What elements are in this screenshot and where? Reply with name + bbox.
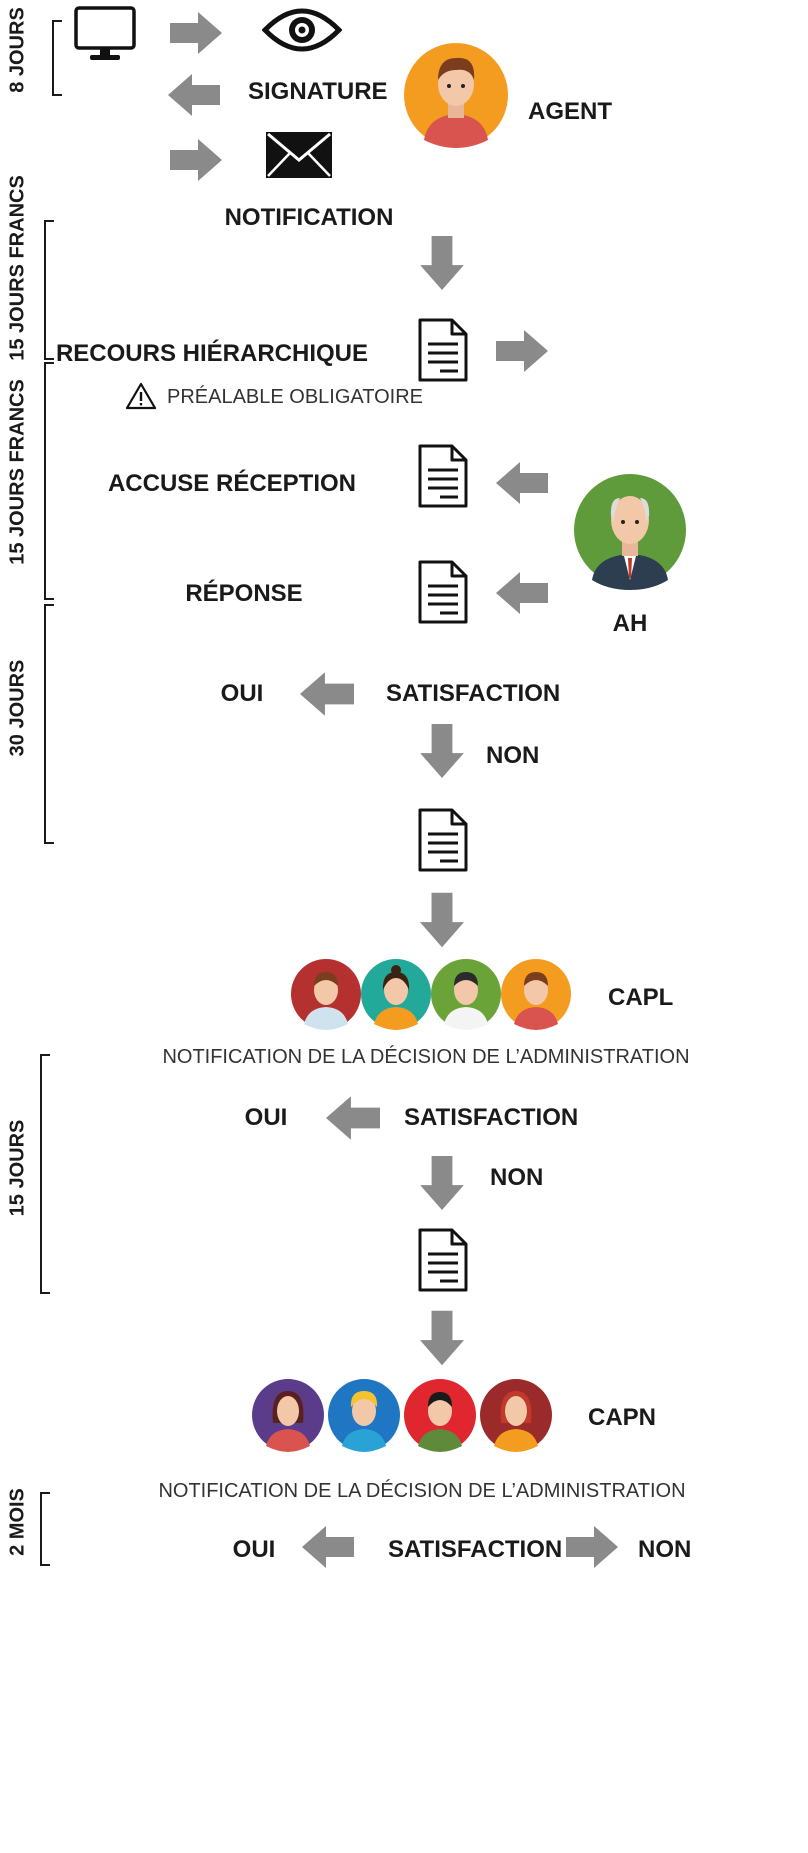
oui-label-1: OUI	[220, 680, 264, 707]
document-icon	[418, 808, 468, 872]
arrow-icon	[170, 12, 222, 54]
satisfaction-label-1: SATISFACTION	[386, 680, 561, 707]
arrow-icon	[300, 672, 354, 716]
accuse-reception-label: ACCUSE RÉCEPTION	[107, 470, 356, 497]
arrow-icon	[420, 1310, 464, 1366]
duration-8-jours: 8 JOURS	[6, 7, 29, 93]
arrow-icon	[496, 462, 548, 504]
duration-15-jours-francs-1: 15 JOURS FRANCS	[6, 175, 29, 361]
recours-hierarchique-label: RECOURS HIÉRARCHIQUE	[55, 340, 368, 367]
notification-decision-label-1: NOTIFICATION DE LA DÉCISION DE L’ADMINIS…	[162, 1046, 690, 1068]
agent-label: AGENT	[528, 98, 612, 125]
capn-avatars-icon	[250, 1376, 554, 1454]
arrow-icon	[170, 138, 222, 182]
document-icon	[418, 560, 468, 624]
bracket-15-jours	[40, 1054, 50, 1294]
capl-label: CAPL	[608, 984, 674, 1011]
bracket-15-jours-francs-2	[44, 362, 54, 600]
duration-2-mois: 2 MOIS	[6, 1488, 29, 1556]
warning-icon	[125, 382, 157, 410]
oui-label-3: OUI	[232, 1536, 276, 1563]
ah-label: AH	[612, 610, 648, 637]
prealable-obligatoire-label: PRÉALABLE OBLIGATOIRE	[167, 386, 424, 408]
duration-15-jours-francs-2: 15 JOURS FRANCS	[6, 379, 29, 565]
arrow-icon	[420, 236, 464, 290]
agent-avatar-icon	[404, 40, 508, 150]
satisfaction-label-3: SATISFACTION	[388, 1536, 563, 1563]
non-label-1: NON	[486, 742, 540, 769]
duration-15-jours: 15 JOURS	[6, 1119, 29, 1217]
arrow-icon	[420, 724, 464, 778]
document-icon	[418, 444, 468, 508]
satisfaction-label-2: SATISFACTION	[404, 1104, 579, 1131]
non-label-2: NON	[490, 1164, 544, 1191]
duration-30-jours: 30 JOURS	[6, 659, 29, 757]
ah-avatar-icon	[574, 470, 686, 594]
notification-decision-label-2: NOTIFICATION DE LA DÉCISION DE L’ADMINIS…	[158, 1480, 686, 1502]
capl-avatars-icon	[290, 956, 580, 1032]
notification-label: NOTIFICATION	[224, 204, 394, 231]
arrow-icon	[566, 1526, 618, 1568]
bracket-15-jours-francs-1	[44, 220, 54, 360]
signature-label: SIGNATURE	[248, 78, 388, 105]
arrow-icon	[420, 892, 464, 948]
arrow-icon	[496, 330, 548, 372]
eye-icon	[262, 6, 342, 54]
arrow-icon	[326, 1096, 380, 1140]
envelope-icon	[266, 132, 332, 178]
oui-label-2: OUI	[244, 1104, 288, 1131]
bracket-8-jours	[52, 20, 62, 96]
arrow-icon	[302, 1526, 354, 1568]
document-icon	[418, 318, 468, 382]
non-label-3: NON	[638, 1536, 692, 1563]
arrow-icon	[420, 1156, 464, 1210]
bracket-30-jours	[44, 604, 54, 844]
document-icon	[418, 1228, 468, 1292]
arrow-icon	[168, 74, 220, 116]
monitor-icon	[74, 6, 136, 62]
bracket-2-mois	[40, 1492, 50, 1566]
capn-label: CAPN	[588, 1404, 657, 1431]
reponse-label: RÉPONSE	[185, 580, 303, 607]
arrow-icon	[496, 572, 548, 614]
